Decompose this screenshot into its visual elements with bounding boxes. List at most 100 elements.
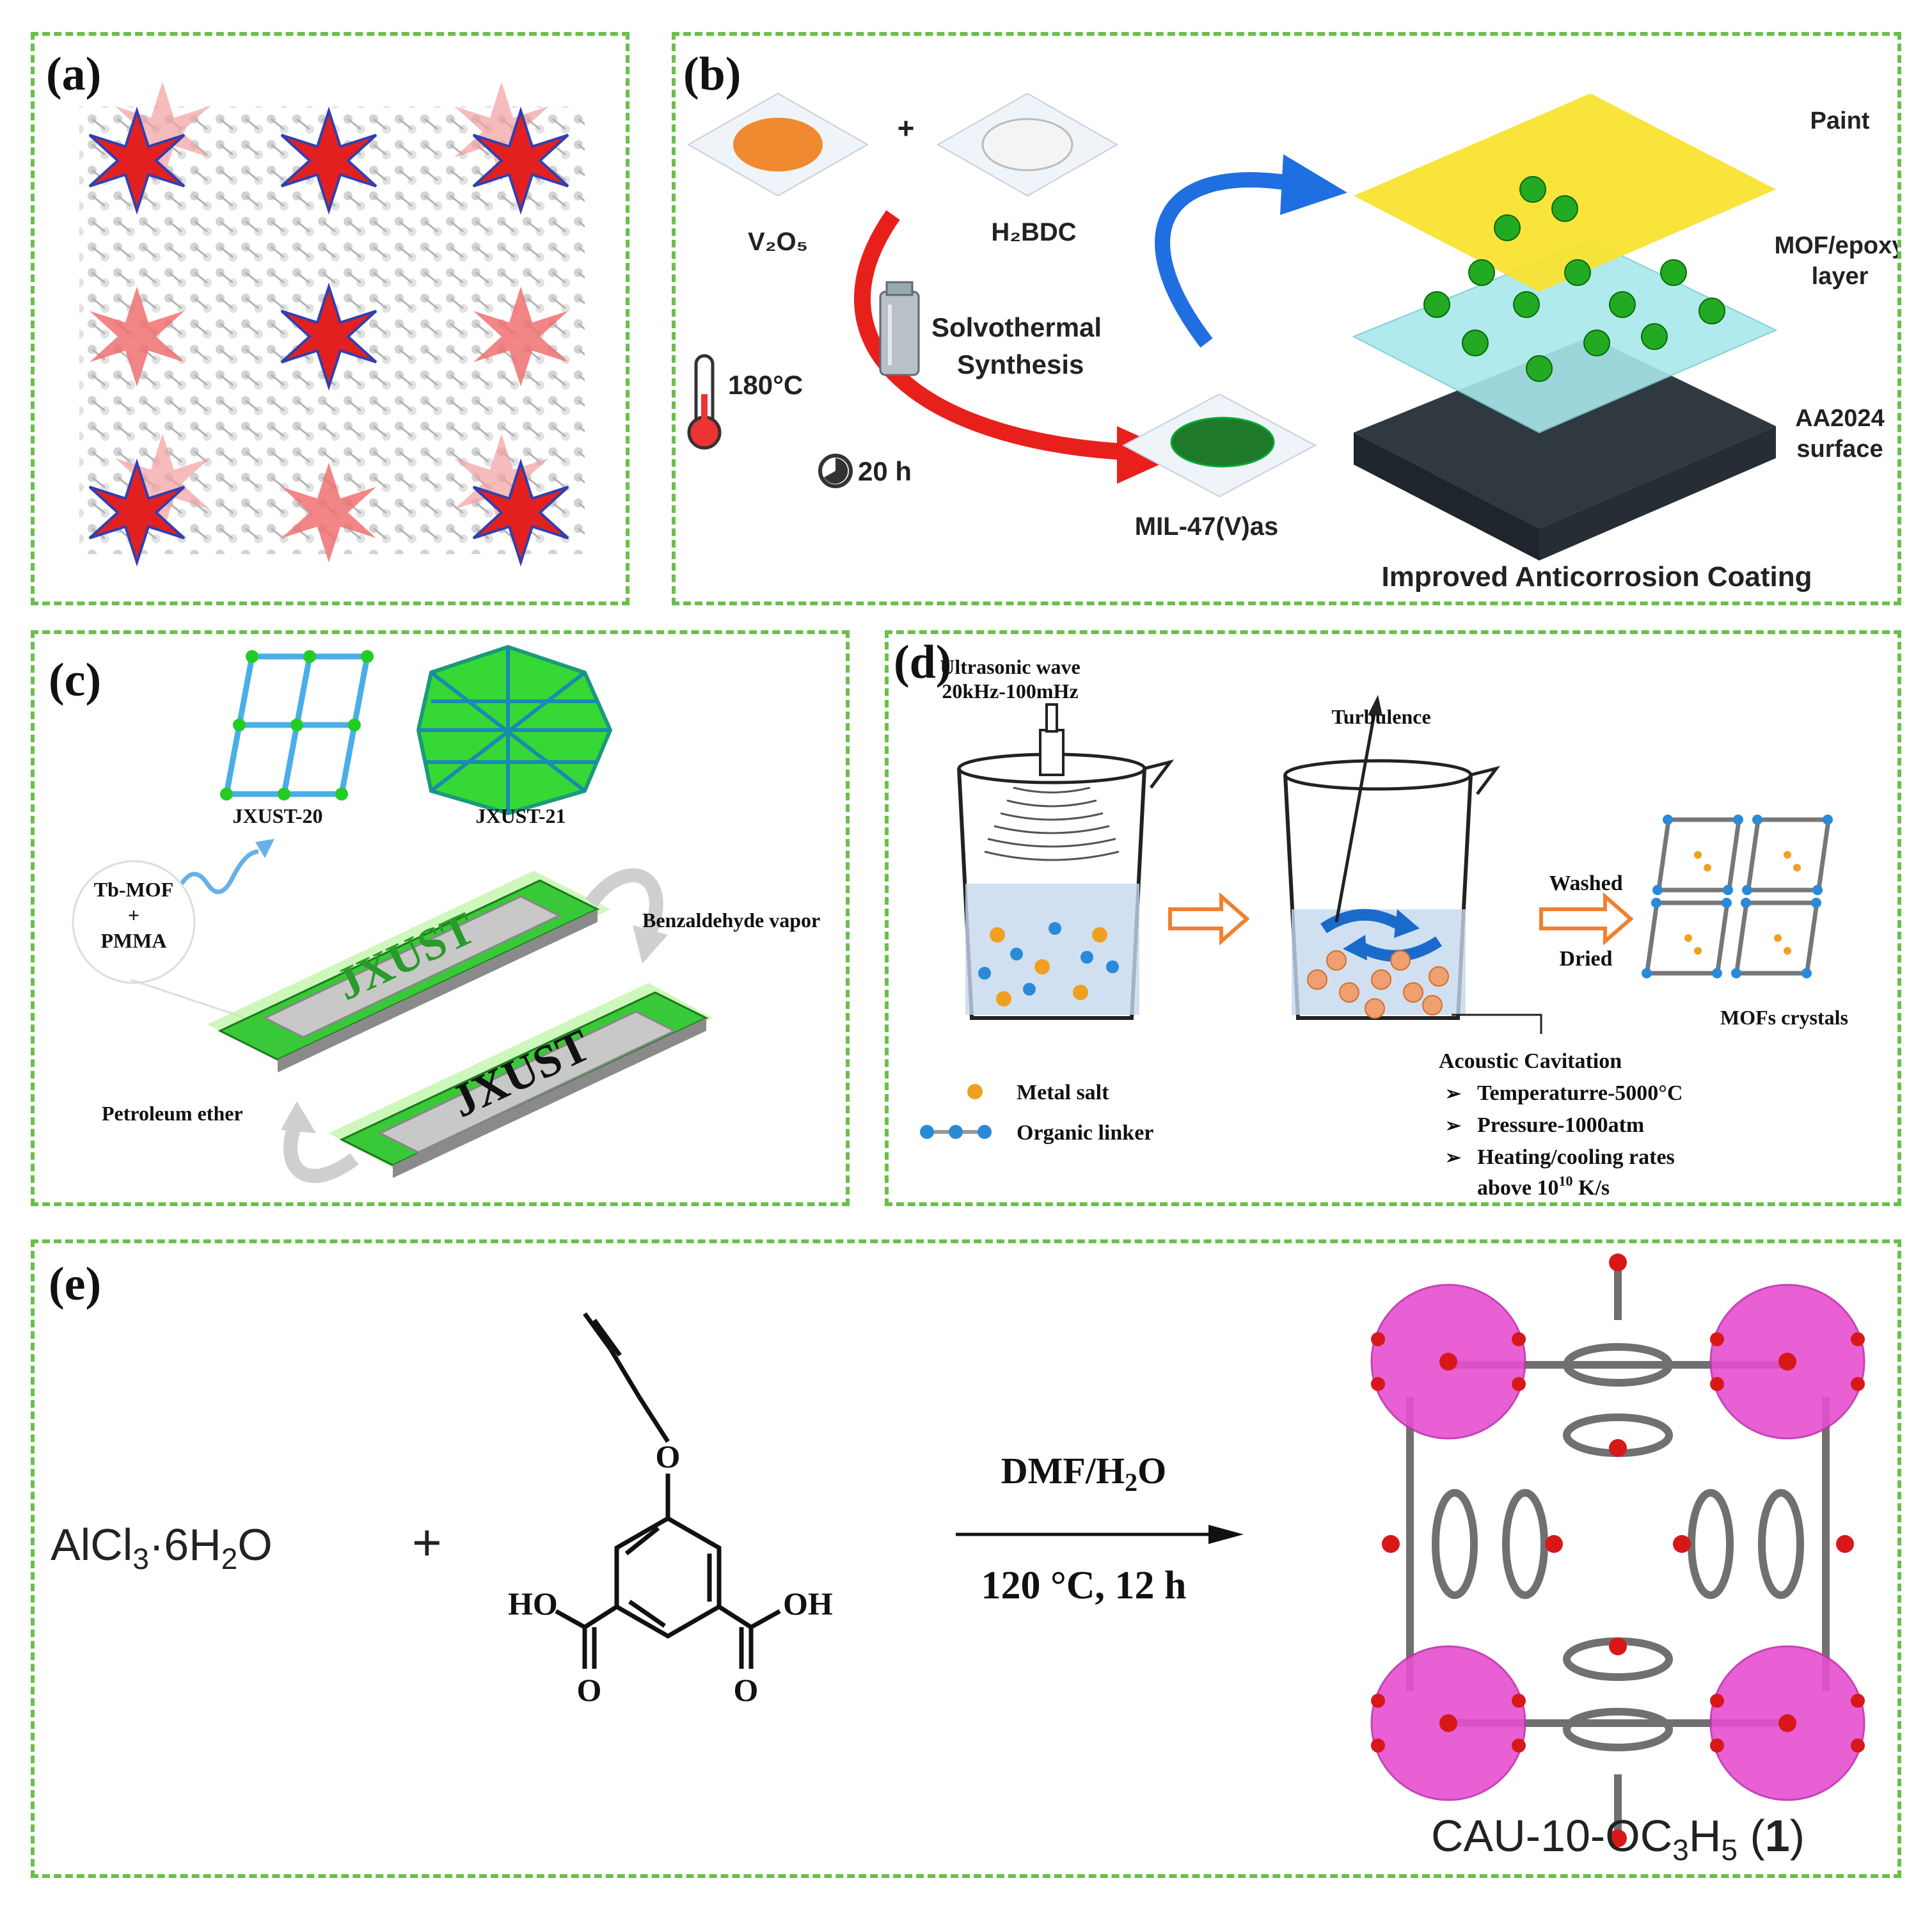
- panel-c: (c) JXUST-20 JXUST-21 Tb-MOF: [31, 630, 850, 1206]
- panel-e-label: (e): [49, 1258, 102, 1310]
- beaker-cavitation: [1283, 695, 1542, 1034]
- mil47-product-powder: [1170, 417, 1275, 468]
- aa2024-surface-layer: [1354, 337, 1776, 529]
- sensor-plate-quenched: JXUST: [329, 983, 713, 1178]
- jxust-20-label: JXUST-20: [232, 804, 322, 827]
- bullet-icon: ➢: [1445, 1083, 1462, 1104]
- hydroxyl-right: OH: [783, 1586, 833, 1621]
- process-arrow-2: [1539, 892, 1634, 946]
- cavitation-item-1: Temperaturre-5000°C: [1477, 1081, 1683, 1105]
- layer-mof-label-2: layer: [1812, 263, 1869, 290]
- method-line2: Synthesis: [957, 349, 1084, 379]
- mof-particle: [1698, 298, 1725, 324]
- dried-label: Dried: [1559, 947, 1612, 971]
- tb-mof-sensor-diagram: JXUST-20 JXUST-21 Tb-MOF + PMMA JXUST: [72, 644, 820, 1183]
- beaker-ultrasound: [957, 703, 1175, 1020]
- washed-label: Washed: [1549, 871, 1622, 895]
- metal-salt-legend-icon: [967, 1084, 983, 1099]
- panel-d-label: (d): [894, 636, 952, 688]
- mof-particle: [1551, 195, 1578, 222]
- mof-particle: [1564, 259, 1591, 286]
- panel-c-label: (c): [49, 654, 102, 706]
- v2o5-powder: [733, 118, 823, 171]
- plus-sign: +: [412, 1514, 442, 1571]
- mof-particle: [1641, 323, 1668, 350]
- thermometer-icon: [687, 354, 722, 450]
- cavitation-item-3: Heating/cooling rates: [1477, 1145, 1675, 1169]
- mof-particle: [1494, 214, 1521, 241]
- turbulence-label: Turbulence: [1331, 705, 1430, 728]
- cau10-framework-structure: [1370, 1253, 1865, 1847]
- timer-icon: [818, 454, 853, 488]
- panel-a-label: (a): [46, 48, 102, 100]
- panel-e: (e) AlCl3·6H2O + O HO OH: [31, 1239, 1901, 1878]
- condition-temperature-time: 120 °C, 12 h: [981, 1564, 1186, 1607]
- ether-oxygen: O: [656, 1438, 681, 1474]
- mof-particle: [1423, 291, 1450, 318]
- cavitation-item-4: above 1010 K/s: [1477, 1173, 1610, 1200]
- panel-a: (a): [31, 32, 629, 605]
- film-label-2: +: [128, 903, 139, 927]
- crystals-label: MOFs crystals: [1720, 1006, 1848, 1029]
- mof-particle: [1513, 291, 1540, 318]
- vapor-label: Benzaldehyde vapor: [642, 909, 820, 932]
- organic-linker-legend-icon: [920, 1125, 992, 1139]
- h2bdc-powder: [981, 118, 1073, 171]
- mil47-framework-structure: [79, 82, 585, 564]
- mof-particle: [1526, 355, 1553, 382]
- product-label: CAU-10-OC3H5 (1): [1431, 1811, 1805, 1866]
- jxust-21-label: JXUST-21: [475, 804, 566, 827]
- reagent-v2o5: V₂O₅: [748, 228, 808, 256]
- time-label: 20 h: [858, 456, 912, 486]
- mof-particle: [1462, 330, 1489, 356]
- curved-arrow-left: [283, 1117, 359, 1183]
- film-label-1: Tb-MOF: [94, 878, 173, 901]
- product-label: MIL-47(V)as: [1135, 513, 1279, 541]
- layer-surface-label-1: AA2024: [1795, 405, 1884, 432]
- cavitation-title: Acoustic Cavitation: [1439, 1049, 1622, 1073]
- layer-paint-label: Paint: [1810, 107, 1870, 134]
- mil47-synthesis-diagram: V₂O₅ + H₂BDC 180°C Solvothermal Synthesi…: [686, 92, 1897, 593]
- blue-arrow: [1155, 172, 1291, 348]
- red-reaction-arrow: [854, 210, 1124, 460]
- plus-sign: +: [898, 111, 915, 145]
- hydroxyl-left: HO: [508, 1586, 558, 1621]
- mof-particle: [1519, 176, 1546, 203]
- allyloxy-isophthalic-acid-structure: [555, 1312, 781, 1669]
- panel-b-label: (b): [683, 48, 741, 100]
- mof-particle: [1660, 259, 1687, 286]
- reagent-h2bdc: H₂BDC: [991, 218, 1076, 246]
- temperature-label: 180°C: [728, 370, 803, 400]
- cau10-synthesis-scheme: AlCl3·6H2O + O HO OH O O: [51, 1253, 1865, 1866]
- process-arrow-1: [1168, 892, 1250, 946]
- legend-metal-salt: Metal salt: [1017, 1081, 1109, 1104]
- sonochemical-synthesis-diagram: Ultrasonic wave 20kHz-100mHz: [920, 655, 1848, 1200]
- bullet-icon: ➢: [1445, 1147, 1462, 1168]
- solvent-label: Petroleum ether: [102, 1102, 243, 1125]
- paint-layer: [1354, 93, 1776, 292]
- film-label-3: PMMA: [100, 929, 166, 952]
- mof-particle: [1609, 291, 1636, 318]
- ultrasonic-label-2: 20kHz-100mHz: [942, 680, 1078, 703]
- autoclave-icon: [879, 281, 920, 376]
- bullet-icon: ➢: [1445, 1115, 1462, 1136]
- coating-caption: Improved Anticorrosion Coating: [1381, 561, 1812, 593]
- cavitation-item-2: Pressure-1000atm: [1477, 1113, 1644, 1137]
- jxust-21-net: [416, 644, 613, 816]
- panel-b: (b) V₂O₅ + H₂BDC 180°C Solvothermal Synt…: [672, 32, 1901, 605]
- legend-organic-linker: Organic linker: [1017, 1121, 1153, 1145]
- carbonyl-left: O: [577, 1672, 602, 1708]
- mof-particle: [1583, 330, 1610, 356]
- mof-crystals-icon: [1644, 817, 1832, 976]
- ultrasonic-label-1: Ultrasonic wave: [940, 655, 1081, 678]
- carbonyl-right: O: [734, 1672, 759, 1708]
- method-line1: Solvothermal: [931, 312, 1102, 342]
- layer-surface-label-2: surface: [1796, 436, 1883, 463]
- condition-solvent: DMF/H2O: [1001, 1450, 1166, 1497]
- mof-particle: [1468, 259, 1495, 286]
- reagent-alcl3: AlCl3·6H2O: [51, 1520, 273, 1575]
- curved-arrow-right: [585, 868, 663, 938]
- layer-mof-label-1: MOF/epoxy: [1775, 232, 1897, 259]
- wavy-arrow: [180, 849, 259, 895]
- panel-d: (d) Ultrasonic wave 20kHz-100mHz: [885, 630, 1901, 1206]
